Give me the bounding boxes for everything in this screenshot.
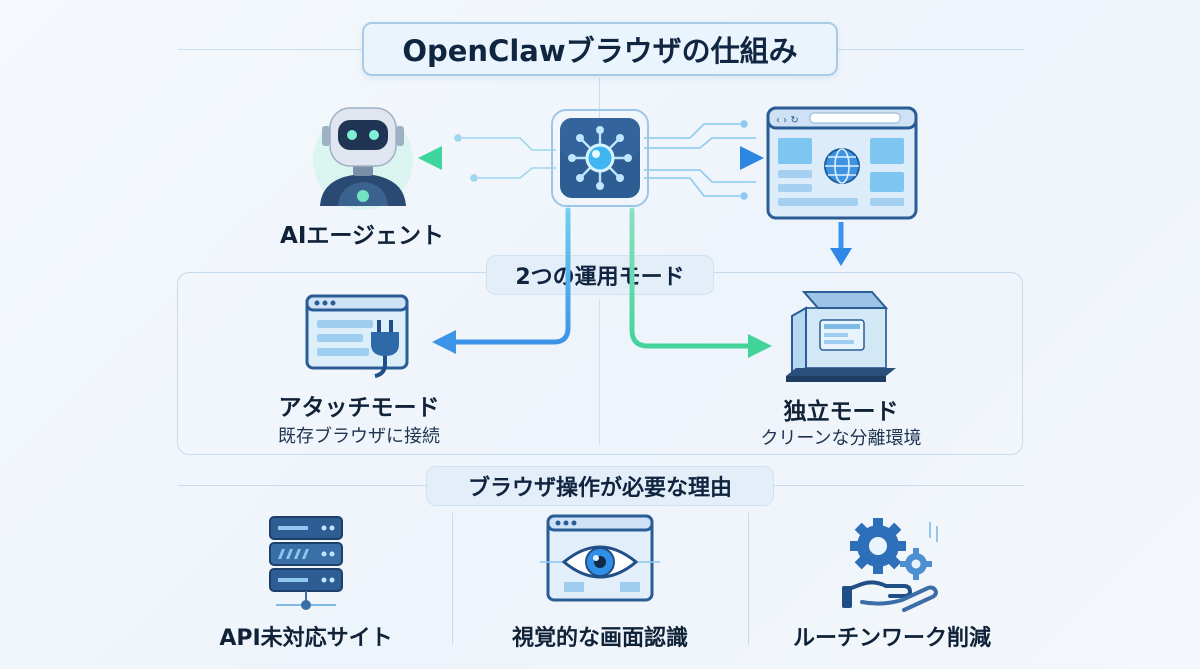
reasons-divider-2 xyxy=(748,513,749,645)
hub-icon xyxy=(551,109,649,207)
traces-left xyxy=(454,134,556,182)
title-connector xyxy=(599,78,600,118)
svg-text:‹ › ↻: ‹ › ↻ xyxy=(776,115,799,126)
server-icon xyxy=(269,516,343,610)
modes-heading: 2つの運用モード xyxy=(486,255,714,295)
reasons-rule-left xyxy=(178,485,426,486)
reasons-rule-right xyxy=(774,485,1024,486)
arrow-hub-to-attach xyxy=(432,207,571,354)
robot-icon xyxy=(313,107,413,210)
arrow-hub-to-isolated xyxy=(629,207,772,358)
reasons-heading: ブラウザ操作が必要な理由 xyxy=(426,466,774,506)
title-rule-right xyxy=(838,49,1024,50)
title-rule-left xyxy=(178,49,362,50)
arrow-browser-to-isolated xyxy=(830,222,852,266)
plug-browser-icon xyxy=(305,294,409,378)
isolated-mode-label: 独立モード xyxy=(783,399,899,425)
agent-label: AIエージェント xyxy=(280,223,444,249)
reasons-divider-1 xyxy=(452,513,453,645)
isolated-cube-icon xyxy=(786,291,896,382)
modes-divider xyxy=(599,300,600,445)
browser-window-icon: ‹ › ↻ xyxy=(766,106,918,220)
arrow-to-agent xyxy=(418,146,558,170)
eye-icon xyxy=(540,514,660,602)
attach-mode-sub: 既存ブラウザに接続 xyxy=(278,426,440,447)
reason-label-api: API未対応サイト xyxy=(219,626,393,651)
isolated-mode-sub: クリーンな分離環境 xyxy=(760,428,922,449)
gear-hand-icon xyxy=(842,518,939,612)
arrow-to-browser xyxy=(642,146,764,170)
reason-label-visual: 視覚的な画面認識 xyxy=(511,626,688,651)
traces-right xyxy=(644,120,756,200)
reason-label-routine: ルーチンワーク削減 xyxy=(792,626,991,651)
attach-mode-label: アタッチモード xyxy=(278,395,440,421)
page-title: OpenClawブラウザの仕組み xyxy=(362,22,838,76)
